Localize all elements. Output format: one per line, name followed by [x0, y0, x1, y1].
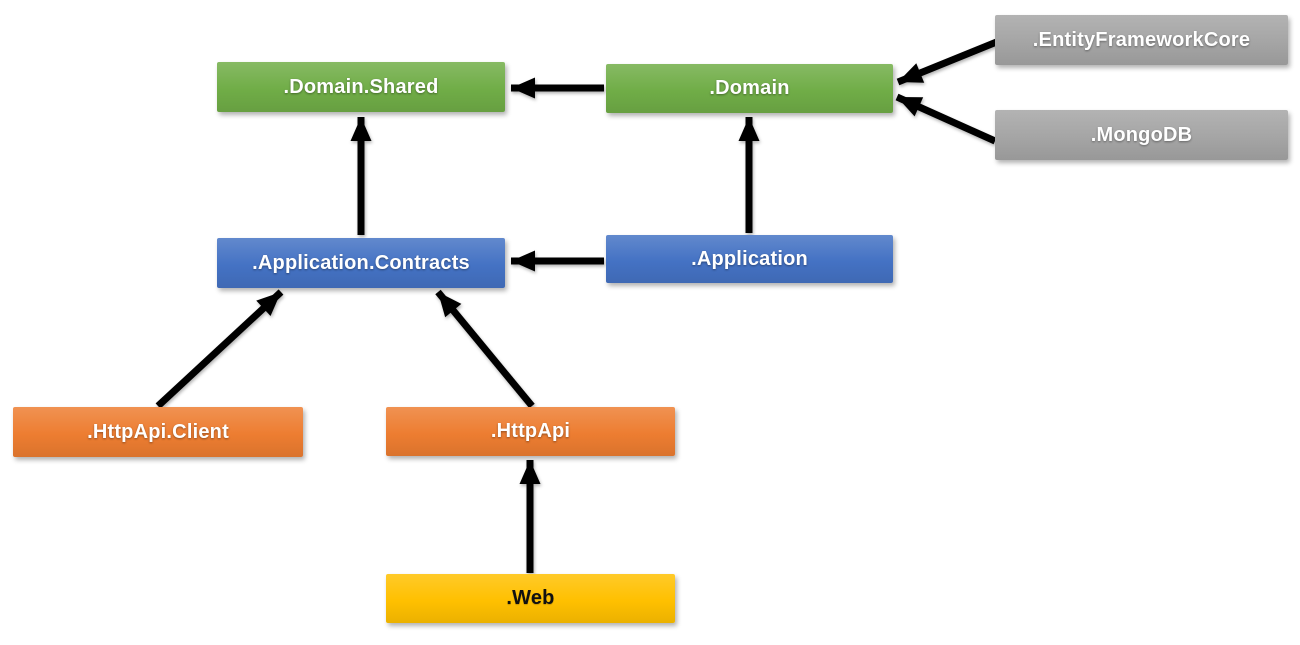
node-label: .Domain [709, 77, 790, 99]
node-httpapi-client: .HttpApi.Client [13, 407, 303, 457]
arrow-entity-framework-core-to-domain [896, 37, 1001, 86]
node-label: .Domain.Shared [283, 75, 439, 98]
node-label: .HttpApi [490, 420, 571, 442]
node-domain-shared: .Domain.Shared [217, 62, 505, 112]
arrow-mongodb-to-domain [895, 93, 997, 145]
node-domain: .Domain [606, 64, 893, 113]
node-mongodb: .MongoDB [995, 110, 1288, 160]
node-application-contracts: .Application.Contracts [217, 238, 505, 288]
node-web: .Web [386, 574, 675, 623]
node-httpapi: .HttpApi [386, 407, 675, 456]
node-label: .HttpApi.Client [87, 420, 229, 443]
node-entity-framework-core: .EntityFrameworkCore [995, 15, 1288, 65]
node-label: .EntityFrameworkCore [1032, 28, 1251, 51]
node-label: .Application.Contracts [252, 251, 470, 274]
arrow-httpapi-client-to-application-contracts [155, 289, 284, 409]
node-application: .Application [606, 235, 893, 283]
node-label: .MongoDB [1090, 123, 1193, 146]
node-label: .Application [691, 247, 808, 270]
arrow-httpapi-to-application-contracts [435, 289, 535, 409]
node-label: .Web [506, 587, 555, 609]
